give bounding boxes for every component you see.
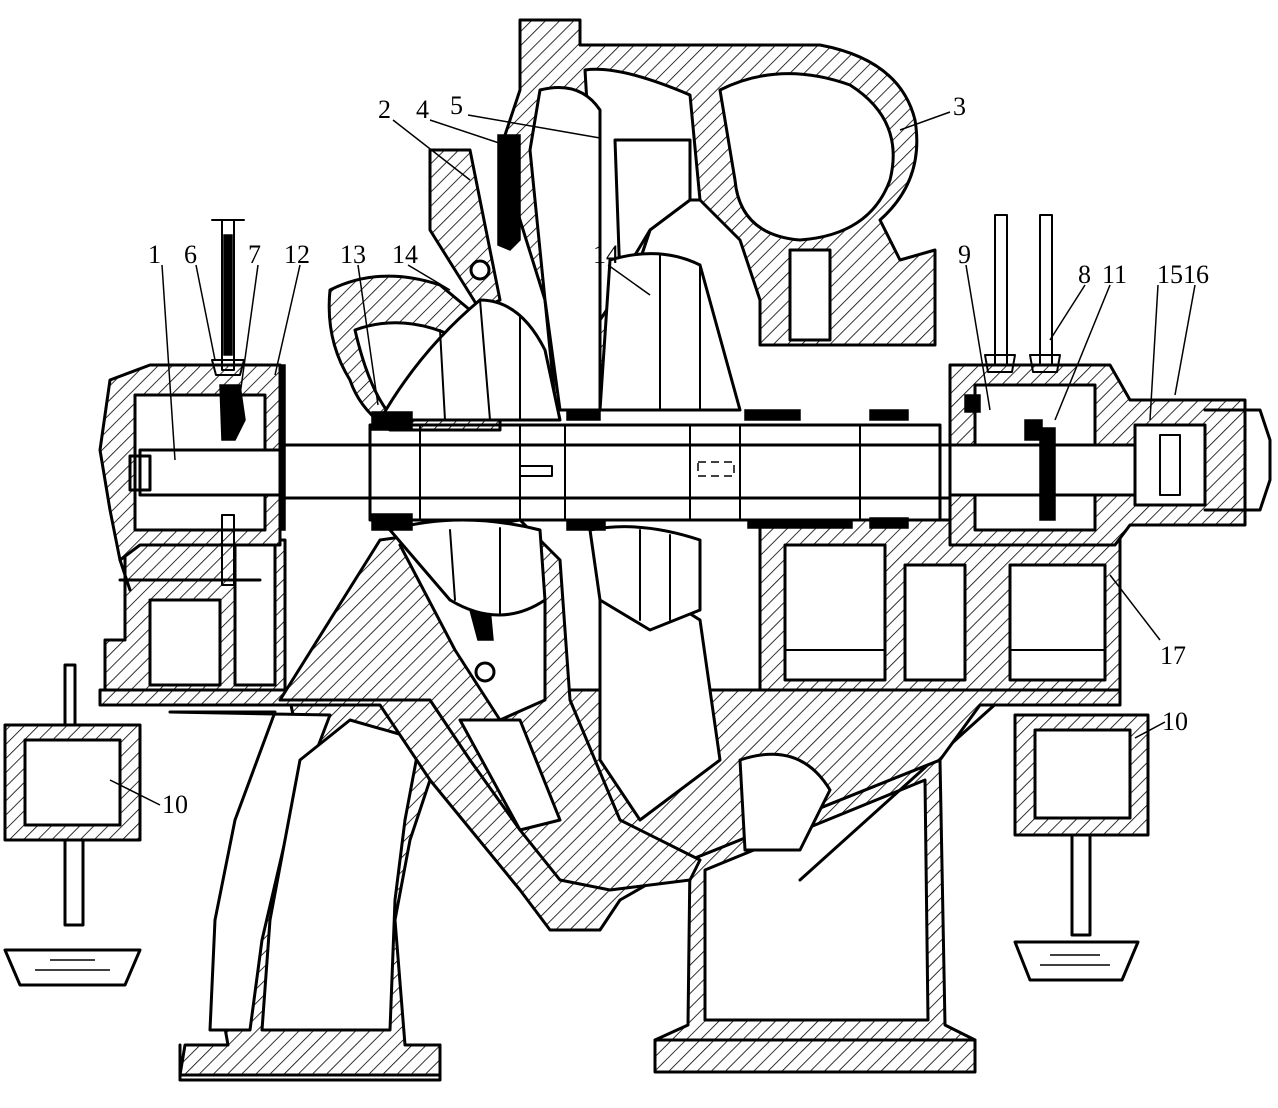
callout-3: 3 [953,92,966,121]
callout-1516: 1516 [1157,260,1209,289]
leader-lines [109,111,1196,806]
callout-14-right: 14 [593,240,619,269]
callout-12: 12 [284,240,310,269]
left-foot-block [3,663,142,987]
callout-2: 2 [378,95,391,124]
impeller-stage-1 [378,298,562,617]
callout-13: 13 [340,240,366,269]
right-support-leg [653,698,1002,1074]
callout-5: 5 [450,91,463,120]
callout-1: 1 [148,240,161,269]
callout-10-left: 10 [162,790,188,819]
callout-9: 9 [958,240,971,269]
callout-14-left: 14 [392,240,418,269]
left-bearing-housing [98,219,282,592]
left-support-leg [148,698,442,1082]
callout-6: 6 [184,240,197,269]
callout-labels: 1 6 7 12 13 14 2 4 5 14 3 9 8 11 1516 17… [148,91,1209,819]
callout-8: 8 [1078,260,1091,289]
callout-4: 4 [416,95,429,124]
impeller-stage-2 [588,252,742,632]
callout-7: 7 [248,240,261,269]
callout-10-right: 10 [1162,707,1188,736]
callout-17: 17 [1160,641,1186,670]
callout-11: 11 [1102,260,1127,289]
right-foot-block [1013,713,1150,982]
right-bearing-housing [948,214,1272,547]
